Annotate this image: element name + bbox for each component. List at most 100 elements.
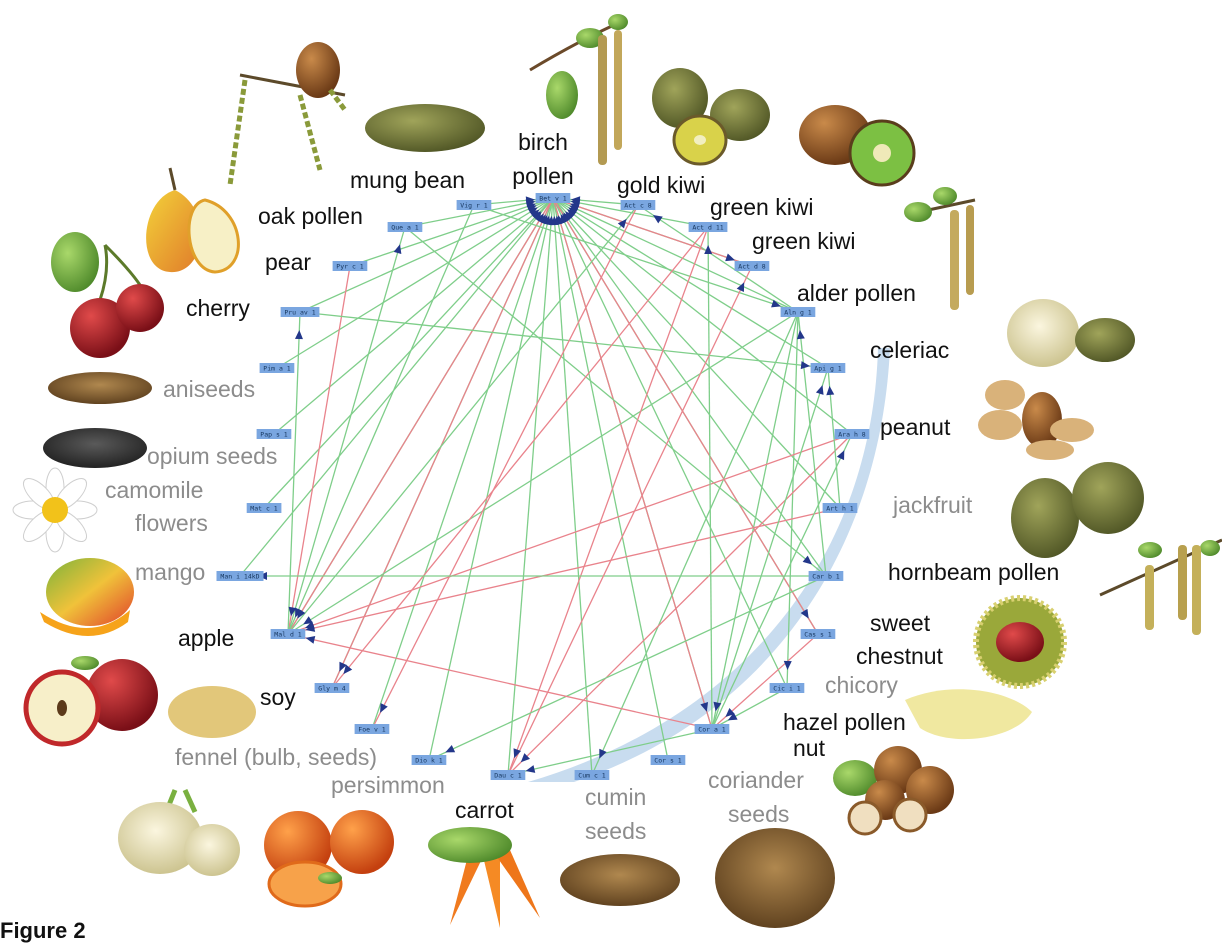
node-car[interactable]: Car b 1 bbox=[809, 571, 844, 581]
edge-aln-cic bbox=[787, 312, 798, 688]
allergen-code: Gly m 4 bbox=[318, 685, 345, 693]
node-cas[interactable]: Cas s 1 bbox=[801, 629, 836, 639]
fennel-photo bbox=[118, 790, 240, 876]
node-pyr[interactable]: Pyr c 1 bbox=[333, 261, 368, 271]
allergen-code: Art h 1 bbox=[826, 505, 853, 513]
allergen-code: Api g 1 bbox=[814, 365, 841, 373]
node-label-actd8: green kiwi bbox=[752, 228, 856, 254]
allergen-code: Cas s 1 bbox=[804, 631, 831, 639]
node-cic[interactable]: Cic i 1 bbox=[770, 683, 805, 693]
node-label-vig: mung bean bbox=[350, 167, 465, 193]
node-vig[interactable]: Vig r 1 bbox=[457, 200, 492, 210]
edge-car-bet bbox=[553, 198, 826, 576]
allergen-code: Que a 1 bbox=[391, 224, 418, 232]
poppy-seed-photo bbox=[43, 428, 147, 468]
arrowhead-cora-ara bbox=[837, 449, 848, 461]
node-label-aln: alder pollen bbox=[797, 280, 916, 306]
arrowhead-cora-dau bbox=[525, 765, 536, 775]
node-pap[interactable]: Pap s 1 bbox=[257, 429, 292, 439]
celeriac-photo bbox=[1007, 299, 1135, 367]
arrowhead-mal-pru bbox=[295, 330, 303, 339]
edge-vig-mal bbox=[288, 205, 474, 634]
node-ara[interactable]: Ara h 8 bbox=[835, 429, 870, 439]
node-bet[interactable]: Bet v 1 bbox=[536, 193, 571, 203]
node-label-cic: chicory bbox=[825, 672, 898, 698]
allergen-code: Mat c 1 bbox=[250, 505, 277, 513]
node-actc[interactable]: Act c 8 bbox=[621, 200, 656, 210]
edge-car-dio bbox=[429, 576, 826, 760]
node-label-car: hornbeam pollen bbox=[888, 559, 1059, 585]
cumin-seed-photo bbox=[560, 854, 680, 906]
node-label-man: mango bbox=[135, 559, 205, 585]
edge-bet-cora bbox=[553, 198, 712, 729]
allergen-code: Act d 11 bbox=[692, 224, 723, 232]
edge-mat-bet bbox=[264, 198, 553, 508]
carrot-photo bbox=[428, 827, 540, 928]
node-label-cors: coriander bbox=[708, 767, 804, 793]
allergen-code: Cor s 1 bbox=[654, 757, 681, 765]
node-label-pru: cherry bbox=[186, 295, 250, 321]
node-label-cora: nut bbox=[793, 735, 826, 761]
edge-aln-actc bbox=[638, 205, 798, 312]
peanut-photo bbox=[978, 380, 1094, 460]
node-label-mal: apple bbox=[178, 625, 234, 651]
allergen-code: Man i 14kD bbox=[220, 573, 259, 581]
arrowhead-dau-actd8 bbox=[737, 280, 748, 292]
arrowhead-aln-actc bbox=[651, 212, 663, 224]
pear-photo bbox=[146, 168, 238, 272]
node-mal[interactable]: Mal d 1 bbox=[271, 629, 306, 639]
node-mat[interactable]: Mat c 1 bbox=[247, 503, 282, 513]
coriander-seed-photo bbox=[715, 828, 835, 928]
node-actd11[interactable]: Act d 11 bbox=[689, 222, 728, 232]
allergen-code: Vig r 1 bbox=[460, 202, 487, 210]
allergen-code: Dio k 1 bbox=[415, 757, 442, 765]
allergen-code: Cic i 1 bbox=[773, 685, 800, 693]
allergen-code: Cum c 1 bbox=[578, 772, 605, 780]
node-man[interactable]: Man i 14kD bbox=[217, 571, 264, 581]
figure-caption: Figure 2 bbox=[0, 918, 86, 944]
node-gly[interactable]: Gly m 4 bbox=[315, 683, 350, 693]
chicory-photo bbox=[905, 689, 1032, 739]
node-label-cors: seeds bbox=[728, 801, 789, 827]
node-label-bet: pollen bbox=[512, 163, 573, 189]
mung-bean-photo bbox=[365, 104, 485, 152]
node-dio[interactable]: Dio k 1 bbox=[412, 755, 447, 765]
arrowhead-aln-cic bbox=[784, 661, 792, 670]
node-label-cora: hazel pollen bbox=[783, 709, 906, 735]
node-cora[interactable]: Cor a 1 bbox=[695, 724, 730, 734]
edge-actc-foe bbox=[372, 205, 638, 729]
arrowhead-car-dio bbox=[444, 745, 456, 756]
node-api[interactable]: Api g 1 bbox=[811, 363, 846, 373]
oak-catkin-photo bbox=[230, 42, 345, 185]
allergen-code: Aln g 1 bbox=[784, 309, 811, 317]
node-que[interactable]: Que a 1 bbox=[388, 222, 423, 232]
aniseed-photo bbox=[48, 372, 152, 404]
allergen-code: Pim a 1 bbox=[263, 365, 290, 373]
node-cors[interactable]: Cor s 1 bbox=[651, 755, 686, 765]
node-foe[interactable]: Foe v 1 bbox=[355, 724, 390, 734]
node-label-que: oak pollen bbox=[258, 203, 363, 229]
node-pim[interactable]: Pim a 1 bbox=[260, 363, 295, 373]
node-label-bet: birch bbox=[518, 129, 568, 155]
chestnut-photo bbox=[976, 598, 1064, 686]
node-aln[interactable]: Aln g 1 bbox=[781, 307, 816, 317]
edge-bet-cas bbox=[553, 198, 818, 634]
node-label-ara: peanut bbox=[880, 414, 951, 440]
allergen-code: Mal d 1 bbox=[274, 631, 301, 639]
node-label-dau: carrot bbox=[455, 797, 514, 823]
node-cum[interactable]: Cum c 1 bbox=[575, 770, 610, 780]
allergen-code: Bet v 1 bbox=[539, 195, 566, 203]
node-pru[interactable]: Pru av 1 bbox=[281, 307, 320, 317]
node-label-foe: fennel (bulb, seeds) bbox=[175, 744, 377, 770]
node-label-pim: aniseeds bbox=[163, 376, 255, 402]
edge-bet-gly bbox=[332, 198, 553, 688]
node-actd8[interactable]: Act d 8 bbox=[735, 261, 770, 271]
edge-aln-mal bbox=[288, 312, 798, 634]
cherry-photo bbox=[51, 232, 164, 358]
arrowhead-art-api bbox=[826, 386, 835, 396]
allergen-code: Act d 8 bbox=[738, 263, 765, 271]
node-label-cum: cumin bbox=[585, 784, 646, 810]
node-label-mat: flowers bbox=[135, 510, 208, 536]
node-dau[interactable]: Dau c 1 bbox=[491, 770, 526, 780]
node-art[interactable]: Art h 1 bbox=[823, 503, 858, 513]
